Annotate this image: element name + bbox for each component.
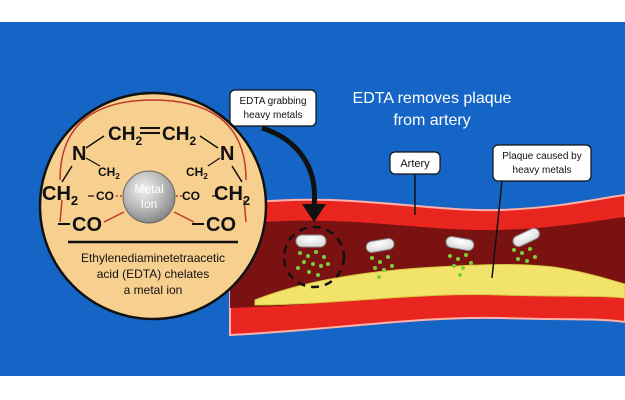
caption-line-1: Ethylenediaminetetraacetic — [81, 251, 225, 265]
edta-molecule-3 — [445, 236, 475, 277]
co-big-left: CO — [72, 214, 102, 236]
edta-molecule-1 — [282, 225, 346, 289]
caption-line-3: a metal ion — [124, 283, 183, 297]
edta-chelation-panel: CH2 CH2 N N CH2 CH2 CO CO — [38, 91, 268, 321]
metal-particles — [448, 253, 473, 277]
n-left: N — [72, 143, 86, 165]
ch2-small-left: CH2 — [98, 165, 120, 181]
edta-molecule-4 — [512, 227, 540, 263]
plaque-deposit — [254, 264, 625, 306]
highlight-circle — [282, 225, 346, 289]
callout-edta-grabbing: EDTA grabbing heavy metals — [229, 89, 317, 127]
plaque-pointer-line — [491, 180, 503, 279]
title-line-1: EDTA removes plaque — [353, 90, 512, 107]
callout-artery: Artery — [389, 151, 441, 215]
metal-particles — [512, 247, 537, 263]
co-big-right: CO — [206, 214, 236, 236]
metal-particles — [370, 255, 394, 279]
ch2-left: CH2 — [108, 124, 142, 148]
callout-artery-label: Artery — [400, 158, 430, 170]
n-right: N — [220, 143, 234, 165]
title-line-2: from artery — [393, 112, 470, 129]
callout-plaque-line-2: heavy metals — [513, 165, 572, 176]
curved-arrow — [261, 125, 326, 222]
ch2-right: CH2 — [162, 124, 196, 148]
artery — [229, 193, 625, 337]
co-small-left: CO — [96, 189, 114, 203]
callout-plaque: Plaque caused by heavy metals — [491, 144, 592, 279]
bond-ring-top — [59, 99, 247, 181]
edta-molecules — [282, 225, 540, 289]
edta-molecule-2 — [365, 238, 395, 279]
co-small-right: CO — [182, 189, 200, 203]
metal-label-line-2: Ion — [141, 197, 158, 211]
callout-grab-line-2: heavy metals — [244, 110, 303, 121]
metal-label-line-1: Metal — [134, 182, 163, 196]
ch2-small-right: CH2 — [186, 165, 208, 181]
callout-grab-line-1: EDTA grabbing — [239, 96, 306, 107]
ch2-big-right: CH2 — [214, 183, 250, 208]
caption-line-2: acid (EDTA) chelates — [97, 267, 209, 281]
metal-particles — [296, 250, 330, 277]
metal-ion — [122, 170, 176, 224]
callout-plaque-line-1: Plaque caused by — [502, 151, 582, 162]
ch2-big-left: CH2 — [42, 183, 78, 208]
